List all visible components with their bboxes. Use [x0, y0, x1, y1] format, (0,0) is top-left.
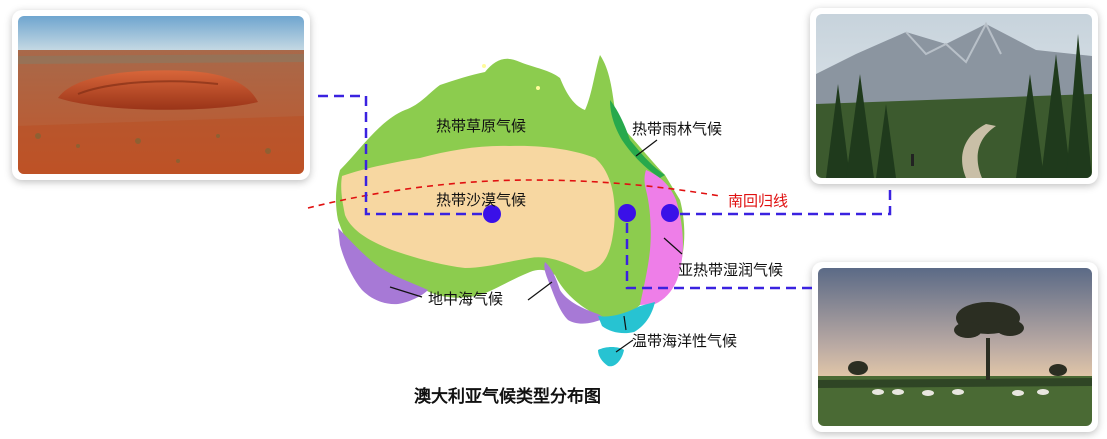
region-tropical-desert	[341, 145, 615, 272]
leader-humid	[663, 237, 683, 255]
marker-east-coast	[661, 204, 679, 222]
map-title: 澳大利亚气候类型分布图	[414, 386, 601, 407]
label-humid-subtropical: 亚热带湿润气候	[678, 261, 783, 279]
label-tropical-grassland: 热带草原气候	[436, 117, 526, 135]
marker-desert	[483, 205, 501, 223]
connector-uluru	[318, 94, 492, 216]
region-mediterranean-west	[338, 228, 428, 305]
region-temperate-oceanic	[598, 302, 655, 334]
leader-med-s	[527, 281, 553, 301]
tropic-of-capricorn-line	[307, 179, 721, 209]
savanna-photo	[812, 262, 1098, 432]
connector-savanna	[625, 214, 812, 290]
label-tropic-of-capricorn: 南回归线	[728, 192, 788, 210]
label-tropical-desert: 热带沙漠气候	[436, 191, 526, 209]
photo-connectors	[318, 94, 892, 290]
uluru-photo	[12, 10, 310, 180]
label-tropical-rainforest: 热带雨林气候	[632, 120, 722, 138]
forest-mountain-photo	[810, 8, 1098, 184]
leader-temperate	[623, 315, 627, 331]
marker-inland-east	[618, 204, 636, 222]
leader-med-w	[389, 286, 423, 298]
connector-forest	[672, 190, 892, 216]
label-mediterranean: 地中海气候	[428, 290, 503, 308]
leader-tasmania	[615, 339, 634, 353]
leader-rainforest	[635, 139, 658, 157]
island-marker	[482, 64, 486, 68]
region-tasmania	[598, 347, 624, 367]
location-markers	[483, 204, 679, 223]
label-temperate-oceanic: 温带海洋性气候	[632, 332, 737, 350]
region-humid-subtropical	[640, 170, 683, 305]
island-marker	[536, 86, 540, 90]
